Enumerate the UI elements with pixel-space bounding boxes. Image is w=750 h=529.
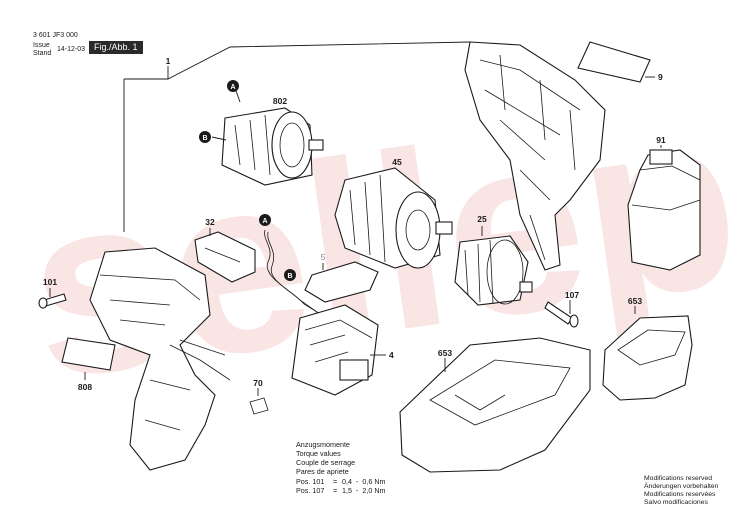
svg-text:B: B — [202, 135, 207, 142]
part-number-107: 107 — [565, 290, 579, 300]
torque-pos101-label: Pos. 101 — [296, 477, 325, 486]
part-number-9: 9 — [658, 72, 663, 82]
part-number-101: 101 — [43, 277, 57, 287]
stand-label: Stand — [33, 50, 52, 57]
part-70-clip — [249, 388, 269, 415]
part-number-5: 5 — [321, 252, 326, 262]
part-number-45: 45 — [392, 157, 402, 167]
part-32-switch-cover — [194, 228, 256, 283]
torque-pos101-value: 0,4 - 0,6 Nm — [342, 477, 386, 486]
torque-line-fr: Couple de serrage — [296, 458, 356, 467]
part-808-label — [61, 337, 116, 380]
svg-text:A: A — [230, 84, 235, 91]
torque-pos107-value: 1,5 - 2,0 Nm — [342, 486, 386, 495]
part-653-charger-large — [399, 337, 591, 473]
modifications-en: Modifications reserved — [644, 475, 712, 482]
figure-label: Fig./Abb. 1 — [89, 41, 143, 54]
marker-b-wire: B — [284, 269, 296, 281]
part-101-screw — [38, 288, 67, 309]
part-number-653-small: 653 — [628, 296, 642, 306]
part-5-plate — [304, 261, 379, 303]
part-number-91: 91 — [656, 135, 666, 145]
torque-line-en: Torque values — [296, 449, 341, 458]
housing-left-half — [89, 247, 231, 471]
part-number-70: 70 — [253, 378, 263, 388]
modifications-es: Salvo modificaciones — [644, 499, 708, 506]
modifications-fr: Modifications reservées — [644, 491, 716, 498]
part-number-32: 32 — [205, 217, 215, 227]
housing-right-half — [464, 41, 606, 271]
part-number-808: 808 — [78, 382, 92, 392]
torque-pos107-label: Pos. 107 — [296, 486, 325, 495]
part-number-4: 4 — [389, 350, 394, 360]
part-107-screw — [544, 300, 579, 328]
part-9-label-plate — [577, 41, 655, 83]
leader-1-frame — [167, 41, 471, 80]
part-91-battery — [627, 145, 701, 271]
part-25-chuck — [454, 226, 533, 306]
part-802-motor — [211, 87, 324, 186]
part-number-802: 802 — [273, 96, 287, 106]
part-653-charger-small — [602, 306, 693, 401]
part-number-1: 1 — [166, 56, 171, 66]
part-45-gearbox — [334, 167, 453, 269]
part-number-25: 25 — [477, 214, 487, 224]
torque-line-es: Pares de apriete — [296, 467, 349, 476]
part-4-electronics-module — [291, 304, 386, 396]
marker-a-motor: A — [227, 80, 239, 92]
svg-text:A: A — [262, 218, 267, 225]
torque-line-de: Anzugsmomente — [296, 440, 350, 449]
issue-label: Issue — [33, 42, 50, 49]
doc-number: 3 601 JF3 000 — [33, 32, 78, 39]
wire-harness — [264, 229, 373, 351]
torque-pos101-eq: = — [333, 477, 338, 486]
marker-b-motor: B — [199, 131, 211, 143]
marker-a-wire: A — [259, 214, 271, 226]
modifications-de: Änderungen vorbehalten — [644, 483, 719, 490]
svg-text:B: B — [287, 273, 292, 280]
issue-date: 14-12-03 — [57, 46, 86, 53]
part-number-653-large: 653 — [438, 348, 452, 358]
torque-pos107-eq: = — [333, 486, 338, 495]
